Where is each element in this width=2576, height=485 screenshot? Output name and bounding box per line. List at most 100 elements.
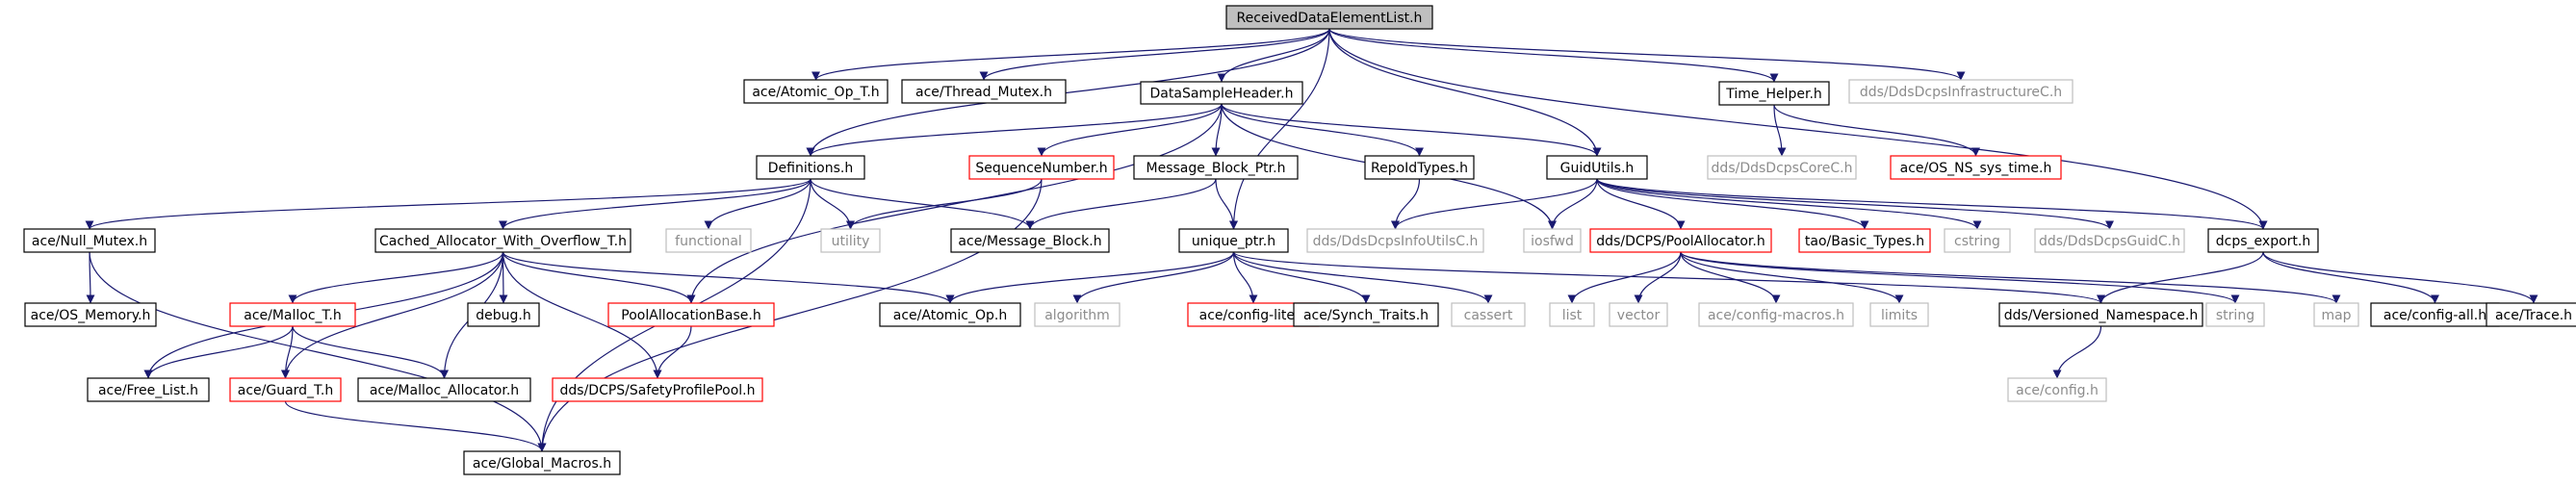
edge-poolallocator-to-map: [1680, 251, 2341, 304]
edge-datasampleheader-to-definitions: [806, 103, 1223, 157]
edge-guidutils-to-basic_types: [1596, 178, 1869, 230]
node-dcps-export[interactable]: dcps_export.h: [2207, 228, 2319, 253]
node-infrastructurec[interactable]: dds/DdsDcpsInfrastructureC.h: [1848, 79, 2074, 104]
edge-message_block_ptr-to-message_block: [1025, 178, 1217, 230]
node-label: SequenceNumber.h: [975, 161, 1107, 176]
edge-cached_allocator-to-malloc_t: [288, 251, 504, 304]
node-poolallocator[interactable]: dds/DCPS/PoolAllocator.h: [1589, 228, 1772, 253]
node-sequencenumber[interactable]: SequenceNumber.h: [968, 155, 1115, 180]
node-config[interactable]: ace/config.h: [2007, 377, 2107, 402]
node-limits[interactable]: limits: [1869, 302, 1929, 327]
edge-poolallocator-to-limits: [1680, 251, 1904, 304]
node-trace[interactable]: ace/Trace.h: [2486, 302, 2576, 327]
node-label: Definitions.h: [768, 161, 853, 176]
node-list[interactable]: list: [1549, 302, 1595, 327]
node-cached-allocator[interactable]: Cached_Allocator_With_Overflow_T.h: [374, 228, 631, 253]
node-label: utility: [832, 234, 870, 249]
node-infoutilsc[interactable]: dds/DdsDcpsInfoUtilsC.h: [1306, 228, 1484, 253]
node-free-list[interactable]: ace/Free_List.h: [87, 377, 210, 402]
node-safetyprofilepool[interactable]: dds/DCPS/SafetyProfilePool.h: [552, 377, 763, 402]
node-basic-types[interactable]: tao/Basic_Types.h: [1798, 228, 1931, 253]
node-unique-ptr[interactable]: unique_ptr.h: [1178, 228, 1289, 253]
node-time-helper[interactable]: Time_Helper.h: [1718, 81, 1830, 106]
node-algorithm[interactable]: algorithm: [1034, 302, 1121, 327]
edge-root-to-guidutils: [1328, 28, 1602, 157]
node-malloc-allocator[interactable]: ace/Malloc_Allocator.h: [357, 377, 531, 402]
node-utility[interactable]: utility: [820, 228, 881, 253]
node-guidutils[interactable]: GuidUtils.h: [1546, 155, 1648, 180]
node-config-all[interactable]: ace/config-all.h: [2370, 302, 2500, 327]
node-os-memory[interactable]: ace/OS_Memory.h: [24, 302, 157, 327]
node-cstring[interactable]: cstring: [1944, 228, 2011, 253]
edge-datasampleheader-to-poolallocationbase: [686, 103, 1223, 304]
node-atomic-op-t[interactable]: ace/Atomic_Op_T.h: [743, 79, 889, 104]
node-label: ace/Null_Mutex.h: [32, 234, 147, 249]
node-datasampleheader[interactable]: DataSampleHeader.h: [1140, 81, 1303, 105]
edge-unique_ptr-to-cassert: [1232, 251, 1493, 304]
edge-guidutils-to-cstring: [1596, 178, 1982, 230]
node-os-ns-sys-time[interactable]: ace/OS_NS_sys_time.h: [1890, 155, 2062, 180]
edge-dcps_export-to-config_all: [2262, 251, 2439, 304]
node-label: iosfwd: [1531, 234, 1574, 249]
node-label: ace/Synch_Traits.h: [1303, 308, 1429, 323]
node-poolallocationbase[interactable]: PoolAllocationBase.h: [607, 302, 775, 327]
node-global-macros[interactable]: ace/Global_Macros.h: [463, 450, 621, 475]
node-label: Time_Helper.h: [1725, 87, 1822, 102]
node-versioned-namespace[interactable]: dds/Versioned_Namespace.h: [1998, 302, 2203, 327]
node-map[interactable]: map: [2313, 302, 2359, 327]
node-label: RepoIdTypes.h: [1371, 161, 1468, 176]
node-message-block[interactable]: ace/Message_Block.h: [950, 228, 1110, 253]
node-label: dds/DdsDcpsCoreC.h: [1712, 161, 1853, 176]
node-root[interactable]: ReceivedDataElementList.h: [1225, 5, 1433, 30]
node-label: ace/Message_Block.h: [958, 234, 1101, 249]
node-message-block-ptr[interactable]: Message_Block_Ptr.h: [1133, 155, 1299, 180]
node-label: ace/config.h: [2016, 383, 2099, 398]
node-guidc[interactable]: dds/DdsDcpsGuidC.h: [2034, 228, 2185, 253]
node-vector[interactable]: vector: [1609, 302, 1668, 327]
edge-versioned_namespace-to-config: [2052, 325, 2102, 379]
node-label: vector: [1617, 308, 1661, 323]
node-iosfwd[interactable]: iosfwd: [1523, 228, 1582, 253]
node-debug[interactable]: debug.h: [467, 302, 540, 327]
edge-definitions-to-message_block: [810, 178, 1035, 230]
edge-repoidtypes-to-infoutilsc: [1391, 178, 1421, 230]
node-label: dds/DCPS/SafetyProfilePool.h: [560, 383, 756, 398]
node-ddsdcpscorec[interactable]: dds/DdsDcpsCoreC.h: [1707, 155, 1857, 180]
node-functional[interactable]: functional: [665, 228, 752, 253]
node-label: dds/DCPS/PoolAllocator.h: [1596, 234, 1765, 249]
node-label: DataSampleHeader.h: [1150, 87, 1294, 102]
node-synch-traits[interactable]: ace/Synch_Traits.h: [1293, 302, 1439, 327]
node-label: ace/config-macros.h: [1708, 308, 1844, 323]
node-label: dds/DdsDcpsInfrastructureC.h: [1860, 85, 2062, 100]
node-malloc-t[interactable]: ace/Malloc_T.h: [229, 302, 356, 327]
node-label: ace/Free_List.h: [98, 383, 198, 398]
edge-dcps_export-to-versioned_namespace: [2097, 251, 2264, 304]
node-definitions[interactable]: Definitions.h: [756, 155, 865, 180]
node-label: ace/Guard_T.h: [238, 383, 334, 398]
node-thread-mutex[interactable]: ace/Thread_Mutex.h: [901, 79, 1067, 104]
node-label: ace/OS_NS_sys_time.h: [1900, 161, 2052, 176]
node-config-macros[interactable]: ace/config-macros.h: [1698, 302, 1854, 327]
edge-poolallocator-to-vector: [1634, 251, 1682, 304]
node-label: Message_Block_Ptr.h: [1146, 161, 1286, 176]
node-label: ace/Malloc_T.h: [244, 308, 342, 323]
node-label: dds/DdsDcpsGuidC.h: [2039, 234, 2180, 249]
node-label: tao/Basic_Types.h: [1805, 234, 1924, 249]
node-string[interactable]: string: [2205, 302, 2265, 327]
edge-unique_ptr-to-atomic_op: [945, 251, 1235, 304]
edge-cached_allocator-to-guard_t: [281, 251, 504, 379]
edge-root-to-datasampleheader: [1217, 28, 1330, 83]
node-atomic-op[interactable]: ace/Atomic_Op.h: [879, 302, 1021, 327]
node-label: ReceivedDataElementList.h: [1237, 11, 1423, 26]
edge-cached_allocator-to-safetyprofilepool: [502, 251, 662, 379]
node-label: GuidUtils.h: [1560, 161, 1635, 176]
node-repoidtypes[interactable]: RepoIdTypes.h: [1364, 155, 1475, 180]
node-guard-t[interactable]: ace/Guard_T.h: [229, 377, 342, 402]
node-null-mutex[interactable]: ace/Null_Mutex.h: [23, 228, 156, 253]
dependency-edges: [85, 28, 2538, 452]
node-label: limits: [1881, 308, 1918, 323]
edge-root-to-time_helper: [1328, 28, 1779, 83]
node-cassert[interactable]: cassert: [1451, 302, 1526, 327]
edge-guidutils-to-iosfwd: [1548, 178, 1598, 230]
